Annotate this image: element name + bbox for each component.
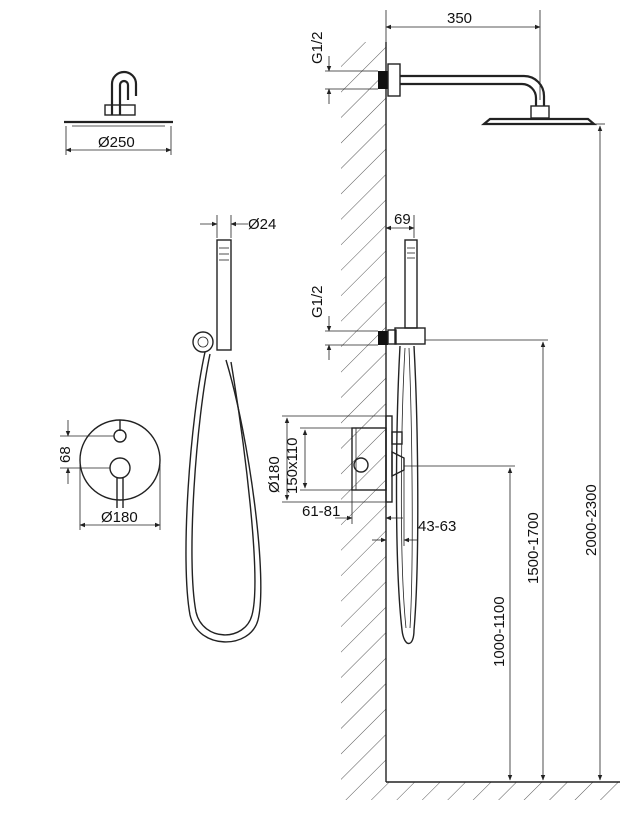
valve-plate-front bbox=[60, 419, 161, 530]
dim-head-diameter: Ø250 bbox=[98, 134, 135, 151]
dim-thread-hose: G1/2 bbox=[309, 285, 326, 318]
height-dimensions bbox=[404, 123, 605, 781]
dim-plate-diameter: Ø180 bbox=[266, 456, 283, 493]
dim-depth-range-b: 43-63 bbox=[418, 518, 456, 535]
shower-head-top-view bbox=[64, 70, 173, 155]
dim-box-size: 150x110 bbox=[284, 438, 301, 494]
hand-shower-assembly bbox=[185, 215, 262, 643]
dim-hand-diameter: Ø24 bbox=[248, 216, 276, 233]
wall bbox=[341, 42, 621, 800]
dim-plate-height: 68 bbox=[57, 446, 74, 463]
hand-shower-side bbox=[325, 215, 426, 645]
dim-plate-diameter-front: Ø180 bbox=[101, 509, 138, 526]
dim-height-valve: 1000-1100 bbox=[491, 596, 508, 667]
dim-arm-length: 350 bbox=[447, 10, 472, 27]
dim-thread-arm: G1/2 bbox=[309, 31, 326, 64]
dim-depth-range-a: 61-81 bbox=[302, 503, 340, 520]
dim-rail-offset: 69 bbox=[394, 211, 411, 228]
dim-height-hose: 1500-1700 bbox=[525, 512, 542, 584]
shower-arm-side bbox=[325, 10, 598, 126]
valve-box-side bbox=[282, 415, 418, 546]
dim-height-head: 2000-2300 bbox=[583, 484, 600, 556]
